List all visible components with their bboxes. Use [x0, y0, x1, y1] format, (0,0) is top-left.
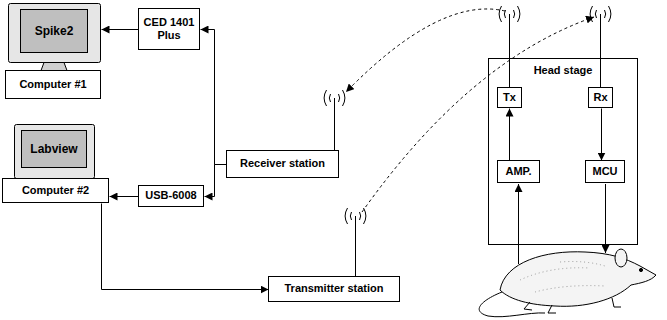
rat-illustration [479, 249, 656, 317]
antenna-wave [605, 10, 606, 18]
node-label: Computer #1 [5, 70, 101, 99]
signal-arrow [110, 196, 139, 197]
node-label: Tx [503, 91, 516, 104]
node-label: CED 1401 Plus [142, 16, 196, 42]
laptop-computer: LabviewComputer #2 [2, 124, 109, 203]
antenna-wave [360, 212, 361, 220]
module-box: MCU [585, 160, 625, 183]
monitor-screen: Spike2 [20, 9, 88, 53]
antenna-wave [590, 6, 592, 22]
signal-arrow [102, 29, 139, 30]
node-label: Computer #2 [2, 178, 109, 203]
desktop-computer [6, 4, 101, 99]
node-label: Rx [593, 91, 607, 104]
antenna-wave [339, 94, 340, 102]
node-label: Transmitter station [284, 282, 383, 295]
antennas [324, 6, 611, 276]
signal-arrow [509, 109, 510, 161]
antenna-wave [518, 6, 520, 22]
antenna-wave [595, 10, 596, 18]
antenna-wave [609, 6, 611, 22]
node-label: Labview [30, 142, 77, 156]
laptop-computer [3, 125, 109, 203]
station-box: Transmitter station [268, 276, 400, 302]
signal-wire [519, 184, 606, 264]
antenna-wave [514, 10, 515, 18]
group-title: Head stage [489, 63, 637, 79]
wireless-link [346, 9, 594, 212]
node-label: USB-6008 [145, 189, 196, 202]
module-box: Rx [588, 87, 613, 108]
antenna-wave [499, 6, 501, 22]
signal-arrow [102, 204, 269, 290]
antenna-wave [324, 90, 326, 106]
node-label: Receiver station [240, 157, 325, 170]
station-box: Receiver station [226, 150, 339, 178]
antenna-wave [364, 208, 366, 224]
signal-arrow [205, 165, 227, 197]
antenna-wave [345, 208, 347, 224]
node-label: AMP. [505, 165, 531, 178]
head-stage-box: Tx RxAMP. MCU Head stage [488, 58, 638, 245]
laptop-screen: Labview [21, 130, 87, 168]
node-label: MCU [592, 165, 617, 178]
node-label: Spike2 [35, 24, 74, 38]
module-box: Tx [497, 87, 522, 108]
daq-box: USB-6008 [138, 185, 204, 207]
desktop-computer: Spike2Computer #1 [5, 3, 101, 99]
module-box: AMP. [497, 160, 540, 183]
signal-arrow [201, 30, 227, 165]
antenna-wave [350, 212, 351, 220]
antenna-wave [329, 94, 330, 102]
daq-box: CED 1401 Plus [138, 8, 200, 50]
signal-arrow [601, 109, 602, 161]
antenna-wave [343, 90, 345, 106]
